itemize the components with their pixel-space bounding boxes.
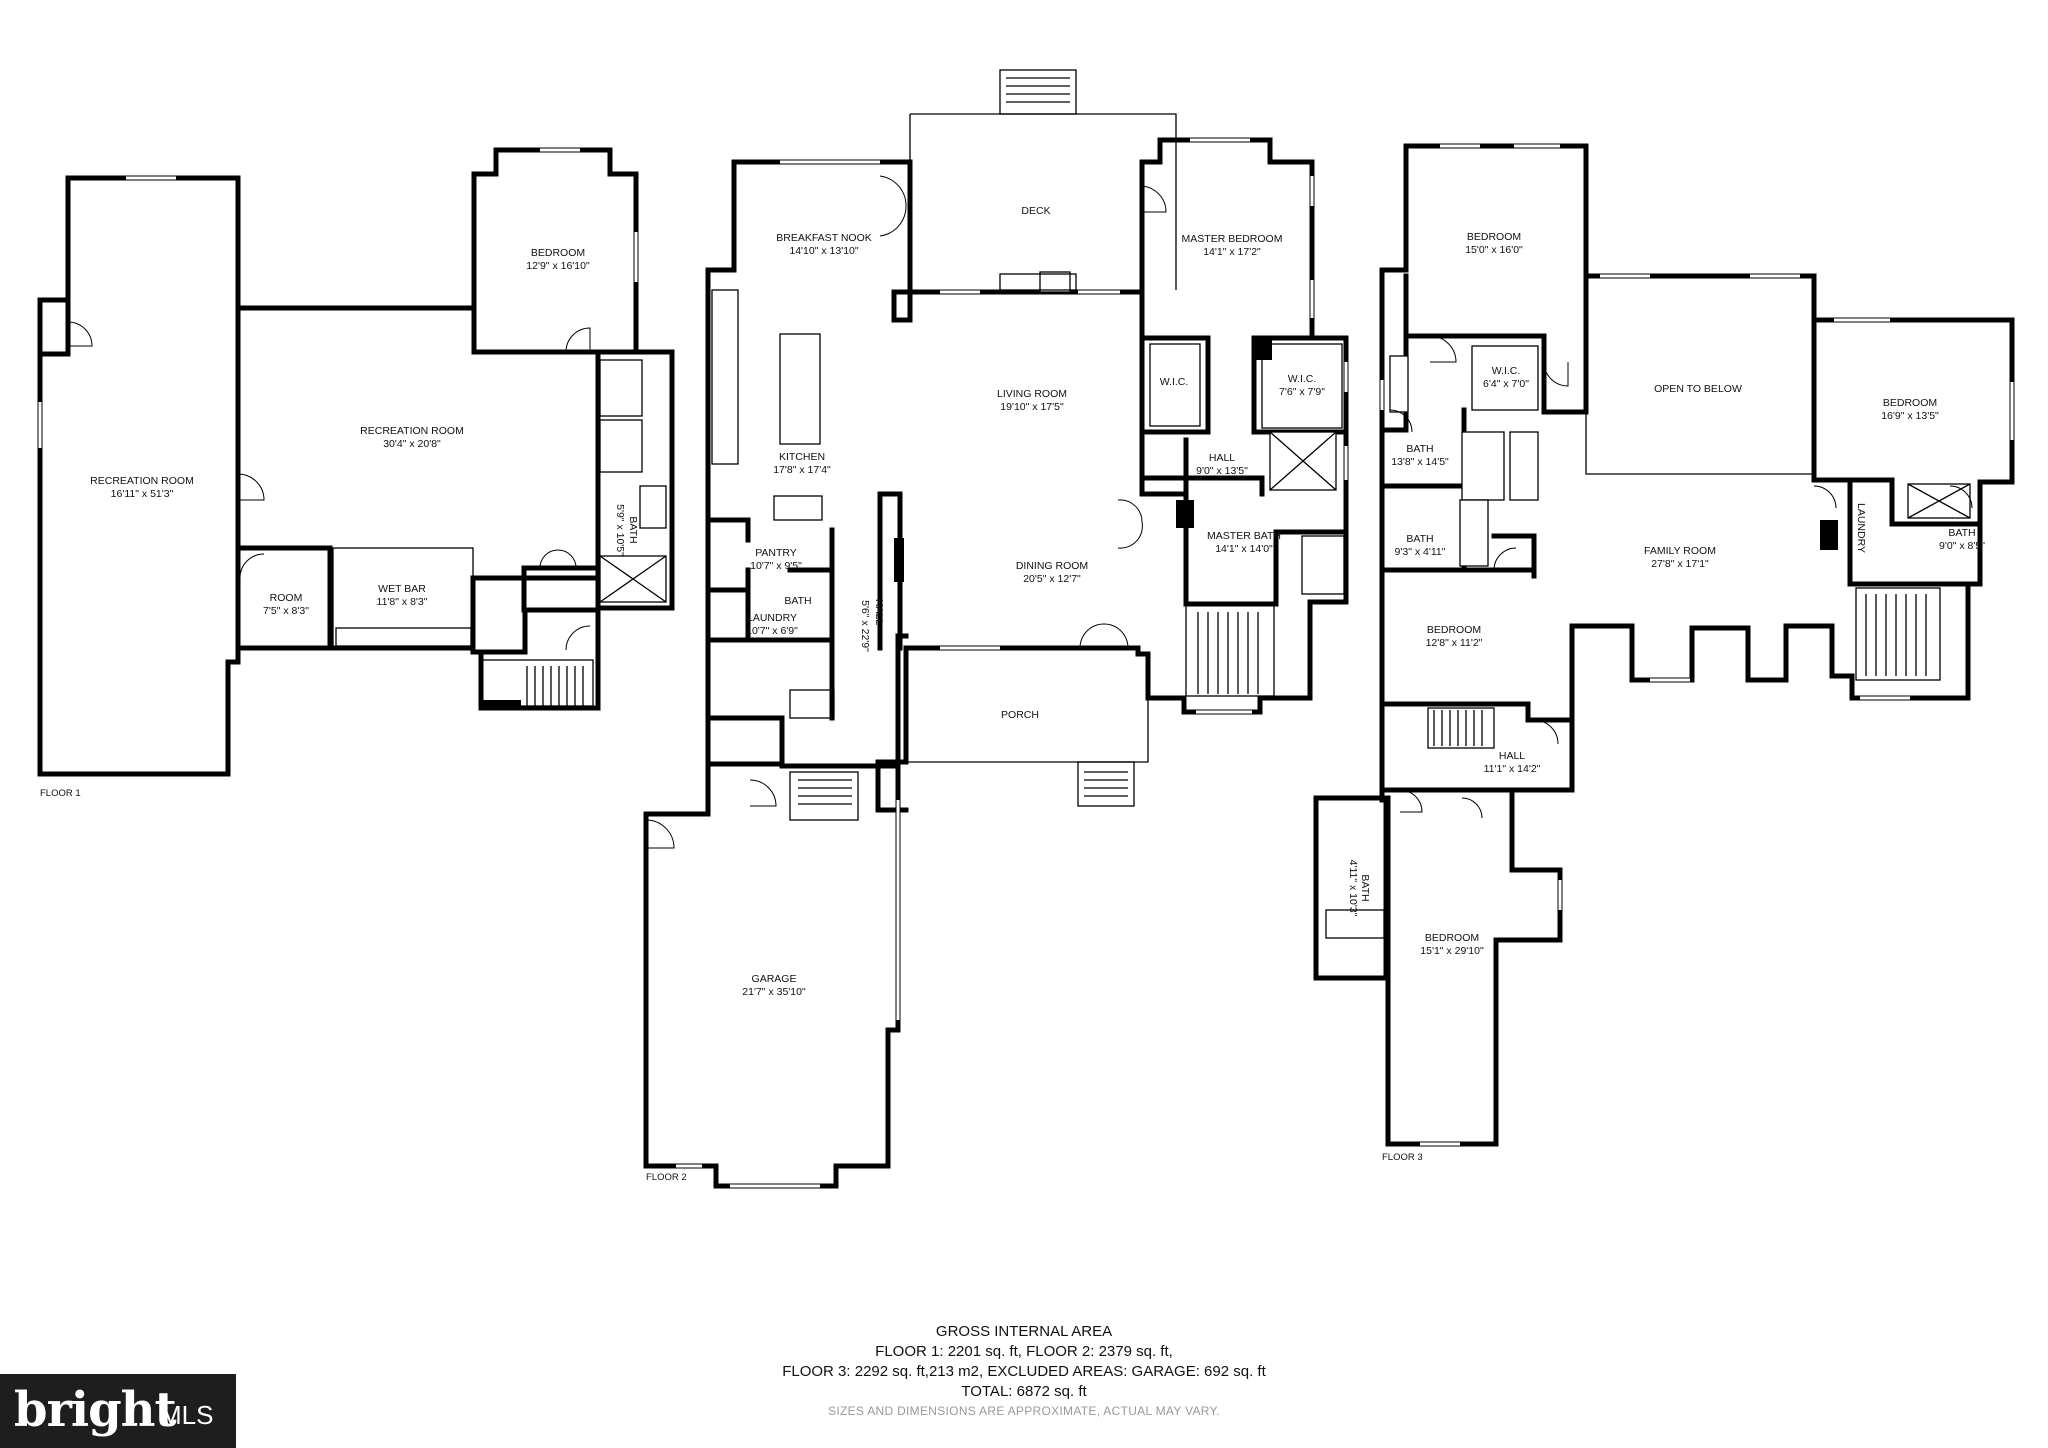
room-dims: 10'7" x 9'5" bbox=[750, 560, 802, 572]
floor-1 bbox=[37, 147, 675, 777]
room-name: LAUNDRY bbox=[747, 612, 797, 624]
summary-title: GROSS INTERNAL AREA bbox=[935, 1323, 1113, 1340]
room-name: RECREATION ROOM bbox=[360, 425, 464, 437]
room-name: HALL bbox=[1209, 452, 1235, 464]
room-name: OPEN TO BELOW bbox=[1654, 383, 1742, 395]
room-dims: 7'5" x 8'3" bbox=[263, 605, 309, 617]
room-name: LAUNDRY bbox=[1855, 503, 1867, 553]
room-name: PANTRY bbox=[755, 547, 797, 559]
room-name: MASTER BATH bbox=[1207, 530, 1281, 542]
logo-suffix: MLS bbox=[160, 1400, 214, 1430]
room-dims: 30'4" x 20'8" bbox=[383, 438, 441, 450]
room-name: W.I.C. bbox=[1160, 376, 1189, 388]
room-dims: 14'1" x 14'0" bbox=[1215, 543, 1273, 555]
room-dims: 5'9" x 10'5" bbox=[614, 504, 626, 556]
room-name: WET BAR bbox=[378, 583, 426, 595]
room-name: BEDROOM bbox=[1467, 231, 1521, 243]
room-name: BREAKFAST NOOK bbox=[776, 232, 872, 244]
room-dims: 16'11" x 51'3" bbox=[111, 488, 174, 500]
room-dims: 10'7" x 6'9" bbox=[746, 625, 798, 637]
room-dims: 14'1" x 17'2" bbox=[1203, 246, 1261, 258]
room-dims: 5'6" x 22'9" bbox=[859, 600, 871, 652]
room-dims: 21'7" x 35'10" bbox=[742, 986, 806, 998]
room-name: HALL bbox=[1499, 750, 1525, 762]
summary-line-1: FLOOR 1: 2201 sq. ft, FLOOR 2: 2379 sq. … bbox=[875, 1343, 1173, 1360]
room-name: BATH bbox=[1359, 874, 1371, 901]
room-dims: 11'1" x 14'2" bbox=[1484, 763, 1541, 775]
floor-label: FLOOR 3 bbox=[1382, 1152, 1423, 1163]
room-name: LIVING ROOM bbox=[997, 388, 1067, 400]
room-dims: 13'8" x 14'5" bbox=[1391, 456, 1449, 468]
room-dims: 9'3" x 4'11" bbox=[1395, 546, 1446, 558]
room-dims: 14'10" x 13'10" bbox=[789, 245, 859, 257]
logo-text: bright bbox=[14, 1382, 177, 1438]
room-dims: 9'0" x 8'5" bbox=[1939, 540, 1985, 552]
room-name: BEDROOM bbox=[531, 247, 585, 259]
floor-label: FLOOR 2 bbox=[646, 1172, 687, 1183]
room-dims: 19'10" x 17'5" bbox=[1000, 401, 1064, 413]
room-name: BEDROOM bbox=[1427, 624, 1481, 636]
gross-internal-area-summary: GROSS INTERNAL AREA FLOOR 1: 2201 sq. ft… bbox=[0, 1322, 2048, 1418]
room-name: BATH bbox=[627, 516, 639, 543]
floor-label: FLOOR 1 bbox=[40, 788, 81, 799]
room-name: RECREATION ROOM bbox=[90, 475, 194, 487]
room-name: MASTER BEDROOM bbox=[1182, 233, 1283, 245]
room-dims: 4'11" x 10'3" bbox=[1347, 860, 1359, 917]
room-dims: 12'8" x 11'2" bbox=[1426, 637, 1483, 649]
room-name: KITCHEN bbox=[779, 451, 825, 463]
room-name: FAMILY ROOM bbox=[1644, 545, 1716, 557]
room-name: W.I.C. bbox=[1492, 365, 1521, 377]
room-dims: 6'4" x 7'0" bbox=[1483, 378, 1529, 390]
room-dims: 27'8" x 17'1" bbox=[1651, 558, 1709, 570]
room-name: DINING ROOM bbox=[1016, 560, 1088, 572]
room-dims: 11'8" x 8'3" bbox=[377, 596, 428, 608]
floor-3 bbox=[1313, 143, 2015, 1147]
room-dims: 7'6" x 7'9" bbox=[1279, 386, 1325, 398]
bright-mls-logo: bright MLS bbox=[0, 1374, 236, 1448]
room-name: BATH bbox=[784, 595, 811, 607]
summary-line-2: FLOOR 3: 2292 sq. ft,213 m2, EXCLUDED AR… bbox=[782, 1363, 1266, 1380]
room-dims: 17'8" x 17'4" bbox=[773, 464, 831, 476]
room-name: BATH bbox=[1406, 443, 1433, 455]
summary-disclaimer: SIZES AND DIMENSIONS ARE APPROXIMATE, AC… bbox=[828, 1404, 1220, 1418]
room-name: DECK bbox=[1021, 205, 1050, 217]
room-name: HALL bbox=[873, 599, 885, 625]
room-name: GARAGE bbox=[752, 973, 797, 985]
room-name: BEDROOM bbox=[1425, 932, 1479, 944]
room-name: BEDROOM bbox=[1883, 397, 1937, 409]
room-name: BATH bbox=[1948, 527, 1975, 539]
summary-total: TOTAL: 6872 sq. ft bbox=[961, 1383, 1087, 1400]
floor-2 bbox=[643, 69, 1349, 1189]
room-dims: 15'0" x 16'0" bbox=[1465, 244, 1523, 256]
room-dims: 16'9" x 13'5" bbox=[1881, 410, 1939, 422]
room-name: BATH bbox=[1406, 533, 1433, 545]
room-dims: 9'0" x 13'5" bbox=[1196, 465, 1248, 477]
room-labels: RECREATION ROOM 16'11" x 51'3" RECREATIO… bbox=[40, 205, 1985, 1183]
room-name: ROOM bbox=[270, 592, 303, 604]
room-dims: 15'1" x 29'10" bbox=[1420, 945, 1484, 957]
room-name: W.I.C. bbox=[1288, 373, 1317, 385]
room-dims: 12'9" x 16'10" bbox=[526, 260, 590, 272]
room-name: PORCH bbox=[1001, 709, 1039, 721]
room-dims: 20'5" x 12'7" bbox=[1023, 573, 1081, 585]
